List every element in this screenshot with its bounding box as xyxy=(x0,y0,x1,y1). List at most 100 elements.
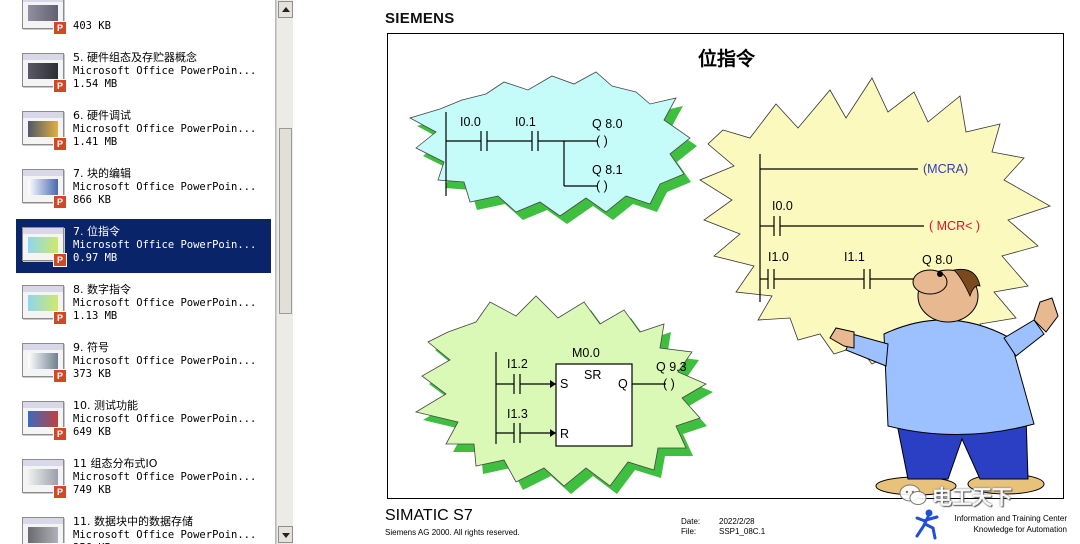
cyan-coil-2-label: Q 8.1 xyxy=(592,163,623,177)
set-pin-label: S xyxy=(560,377,568,391)
file-size: 373 KB xyxy=(73,368,111,380)
arm-right xyxy=(1003,319,1045,357)
file-type: Microsoft Office PowerPoin... xyxy=(73,355,257,367)
powerpoint-icon: P xyxy=(53,311,67,325)
powerpoint-icon: P xyxy=(53,195,67,209)
file-name: 11 组态分布式IO xyxy=(73,457,158,470)
pin-arrows xyxy=(550,380,556,437)
arrow-down-icon xyxy=(282,533,290,538)
cyan-burst-shape xyxy=(408,71,691,217)
slide-thumbnail-icon xyxy=(22,517,64,544)
slide-thumbnail-icon xyxy=(22,285,64,319)
footer-file-value: SSP1_08C.1 xyxy=(719,527,766,536)
file-size: 1.13 MB xyxy=(73,310,118,322)
footer-org-line-2: Knowledge for Automation xyxy=(973,525,1067,534)
brand-logo-text: SIEMENS xyxy=(385,10,455,27)
arrow-up-icon xyxy=(282,7,290,12)
file-type: Microsoft Office PowerPoin... xyxy=(73,471,257,483)
file-type: Microsoft Office PowerPoin... xyxy=(73,181,257,193)
slide-thumbnail-icon xyxy=(22,0,64,29)
cyan-coil-2-symbol: ( ) xyxy=(596,179,608,193)
file-type: Microsoft Office PowerPoin... xyxy=(73,297,257,309)
footer-product-name: SIMATIC S7 xyxy=(385,507,473,524)
green-coil-label: Q 9.3 xyxy=(656,360,687,374)
hand-left xyxy=(829,327,855,349)
file-name: 10. 测试功能 xyxy=(73,399,138,412)
green-coil-symbol: ( ) xyxy=(663,377,675,391)
reset-input-label: I1.3 xyxy=(507,407,528,421)
flipflop-name-label: M0.0 xyxy=(572,346,600,360)
file-type: Microsoft Office PowerPoin... xyxy=(73,123,257,135)
shirt xyxy=(883,319,1035,436)
arm-left xyxy=(845,333,889,367)
file-name: 11. 数据块中的数据存储 xyxy=(73,515,193,528)
mcra-coil-label: (MCRA) xyxy=(923,162,968,176)
yellow-contact-3-label: I1.1 xyxy=(844,250,865,264)
slide-frame: I0.0 I0.1 Q 8.0 ( ) Q 8.1 ( ) xyxy=(387,33,1064,499)
file-size: 0.97 MB xyxy=(73,252,118,264)
slide-title: 位指令 xyxy=(697,48,755,70)
file-size: 866 KB xyxy=(73,194,111,206)
hand-right xyxy=(1033,297,1059,333)
slide-thumbnail-icon xyxy=(22,227,64,261)
powerpoint-icon: P xyxy=(53,137,67,151)
file-size: 1.54 MB xyxy=(73,78,118,90)
powerpoint-icon: P xyxy=(53,253,67,267)
file-name: 5. 硬件组态及存贮器概念 xyxy=(73,51,197,64)
output-pin-label: Q xyxy=(618,377,628,391)
file-size: 749 KB xyxy=(73,484,111,496)
scroll-down-button[interactable] xyxy=(278,526,293,543)
file-list-item[interactable]: P 403 KB xyxy=(16,0,271,41)
cyan-coil-1-label: Q 8.0 xyxy=(592,117,623,131)
ladder-diagram: I0.0 I0.1 Q 8.0 ( ) Q 8.1 ( ) xyxy=(408,71,1059,496)
powerpoint-icon: P xyxy=(53,21,67,35)
footer-file-label: File: xyxy=(681,527,697,536)
scrollbar-thumb[interactable] xyxy=(279,128,292,314)
yellow-burst-shape xyxy=(699,77,1051,371)
file-name: 6. 硬件调试 xyxy=(73,109,131,122)
green-burst: I1.2 I1.3 M0.0 SR S R Q Q 9.3 ( ) xyxy=(414,295,713,494)
mcr-coil-label: ( MCR< ) xyxy=(929,219,980,233)
set-input-label: I1.2 xyxy=(507,357,528,371)
file-type: Microsoft Office PowerPoin... xyxy=(73,65,257,77)
file-name: 9. 符号 xyxy=(73,341,109,354)
footer-date-label: Date: xyxy=(681,517,701,526)
wechat-watermark: 电工天下 xyxy=(898,482,1012,509)
eye xyxy=(937,271,943,277)
scroll-up-button[interactable] xyxy=(278,1,293,18)
cyan-contact-1-label: I0.0 xyxy=(460,115,481,129)
file-type: Microsoft Office PowerPoin... xyxy=(73,413,257,425)
file-size: 403 KB xyxy=(73,20,111,32)
file-name: 7. 块的编辑 xyxy=(73,167,131,180)
powerpoint-icon: P xyxy=(53,369,67,383)
file-size: 1.41 MB xyxy=(73,136,118,148)
yellow-contact-2-label: I1.0 xyxy=(768,250,789,264)
powerpoint-icon: P xyxy=(53,485,67,499)
file-name: 8. 数字指令 xyxy=(73,283,131,296)
hair xyxy=(953,268,981,298)
cartoon-man-illustration xyxy=(829,268,1059,496)
flipflop-type-label: SR xyxy=(584,368,601,382)
file-size: 649 KB xyxy=(73,426,111,438)
watermark-text: 电工天下 xyxy=(932,484,1012,509)
yellow-contact-1-label: I0.0 xyxy=(772,199,793,213)
file-name: 7. 位指令 xyxy=(73,225,120,238)
powerpoint-icon: P xyxy=(53,427,67,441)
reset-pin-label: R xyxy=(560,427,569,441)
powerpoint-icon: P xyxy=(53,79,67,93)
slide-thumbnail-icon xyxy=(22,401,64,435)
file-type: Microsoft Office PowerPoin... xyxy=(73,239,257,251)
yellow-burst: (MCRA) I0.0 ( MCR< ) I1.0 I1.1 Q 8.0 ( ) xyxy=(699,77,1051,371)
file-size: 356 KB xyxy=(73,542,269,544)
vertical-scrollbar[interactable] xyxy=(276,0,293,544)
